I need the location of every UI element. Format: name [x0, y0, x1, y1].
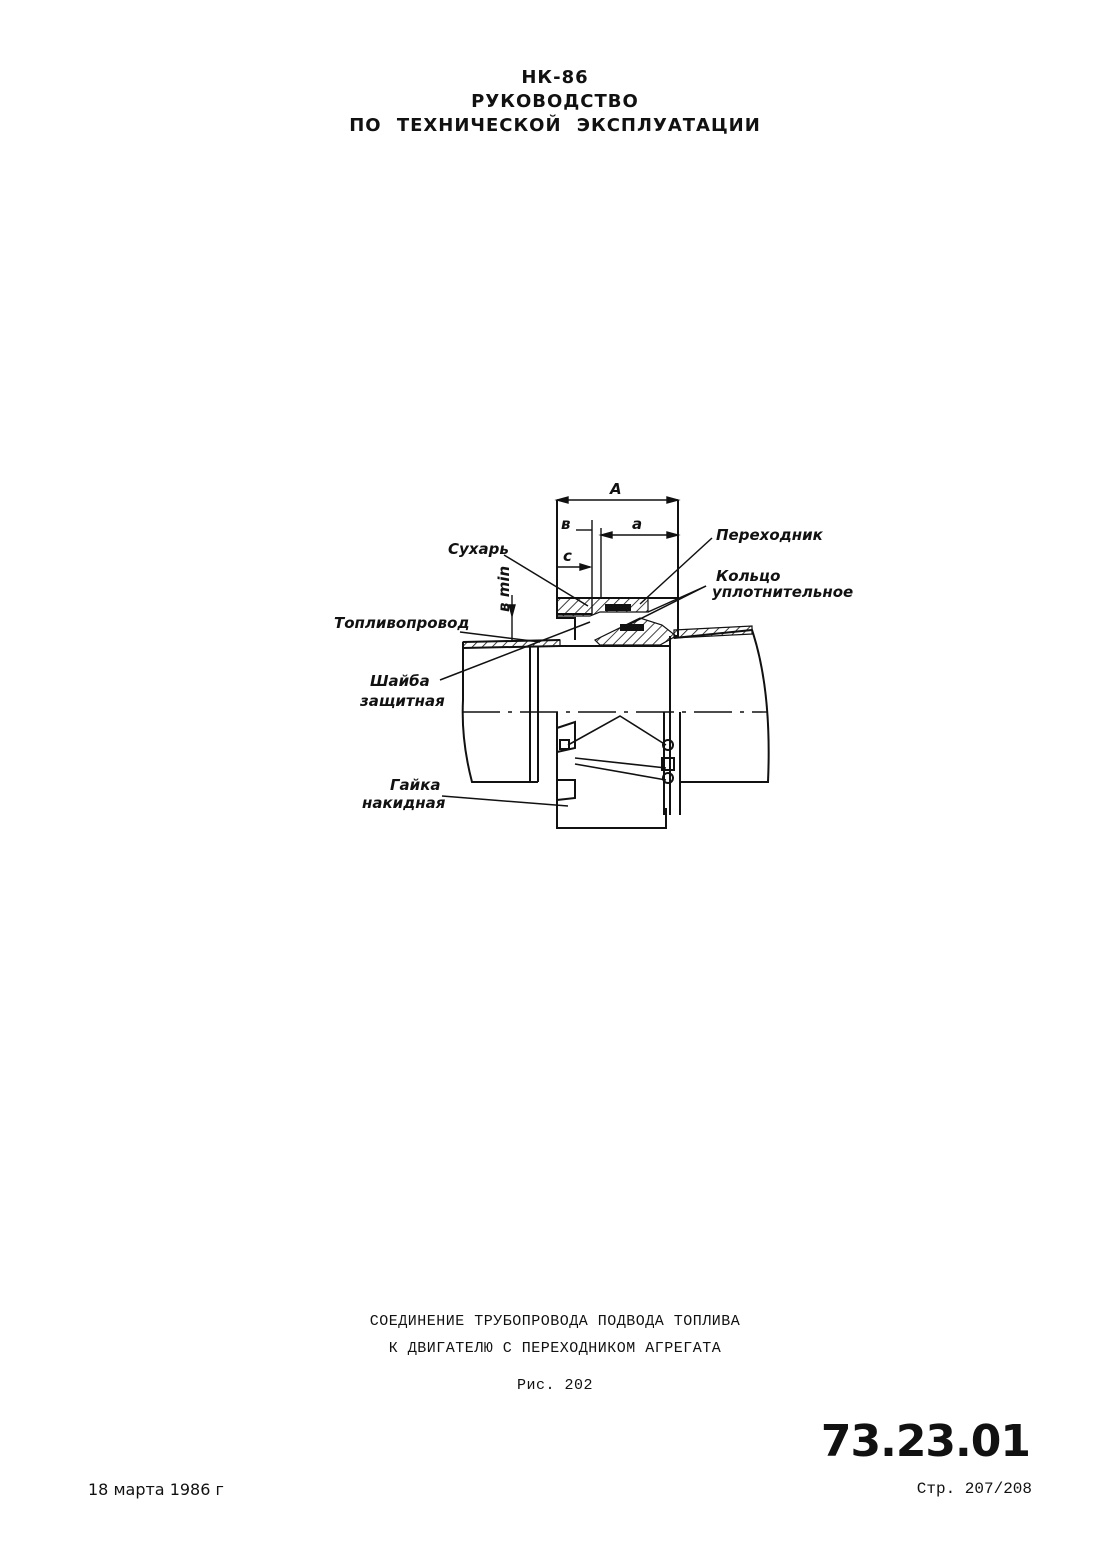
header-model: НК-86 — [521, 67, 589, 88]
figure-caption: СОЕДИНЕНИЕ ТРУБОПРОВОДА ПОДВОДА ТОПЛИВА … — [0, 1308, 1110, 1399]
document-header: НК-86 РУКОВОДСТВО ПО ТЕХНИЧЕСКОЙ ЭКСПЛУА… — [0, 66, 1110, 138]
nut-outline — [556, 500, 667, 829]
dim-label-c: c — [563, 547, 572, 565]
dim-label-a: a — [632, 515, 642, 533]
label-gaika-2: накидная — [362, 794, 446, 812]
document-date: 18 марта 1986 г — [88, 1480, 224, 1499]
seal-ring-upper — [605, 604, 631, 611]
nut-section — [556, 597, 649, 617]
pipe-right-outline — [673, 628, 770, 783]
label-shaiba-2: защитная — [359, 692, 445, 710]
header-subtitle: ПО ТЕХНИЧЕСКОЙ ЭКСПЛУАТАЦИИ — [349, 115, 761, 136]
document-number: 73.23.01 — [820, 1416, 1031, 1467]
header-title: РУКОВОДСТВО — [471, 91, 639, 112]
caption-line-2: К ДВИГАТЕЛЮ С ПЕРЕХОДНИКОМ АГРЕГАТА — [388, 1340, 722, 1357]
label-shaiba-1: Шайба — [370, 672, 430, 690]
label-suhar: Сухарь — [448, 540, 509, 558]
pipe-left-outline — [461, 642, 538, 783]
figure-number: Рис. 202 — [516, 1377, 593, 1394]
dim-label-b: в — [561, 515, 571, 533]
dim-label-A: A — [609, 480, 622, 498]
label-gaika-1: Гайка — [390, 776, 441, 794]
label-toplivoprovod: Топливопровод — [334, 614, 470, 632]
label-perehodnik: Переходник — [716, 526, 824, 544]
label-koltso-2: уплотнительное — [712, 583, 853, 601]
right-pipe-section — [673, 625, 753, 639]
caption-line-1: СОЕДИНЕНИЕ ТРУБОПРОВОДА ПОДВОДА ТОПЛИВА — [369, 1313, 741, 1330]
dim-label-bmin: в min — [495, 566, 513, 612]
label-koltso-1: Кольцо — [716, 567, 780, 585]
lock-wire — [567, 715, 667, 781]
seal-ring-lower — [620, 624, 644, 631]
page-number: Стр. 207/208 — [916, 1480, 1032, 1498]
adapter-outline — [648, 500, 679, 637]
